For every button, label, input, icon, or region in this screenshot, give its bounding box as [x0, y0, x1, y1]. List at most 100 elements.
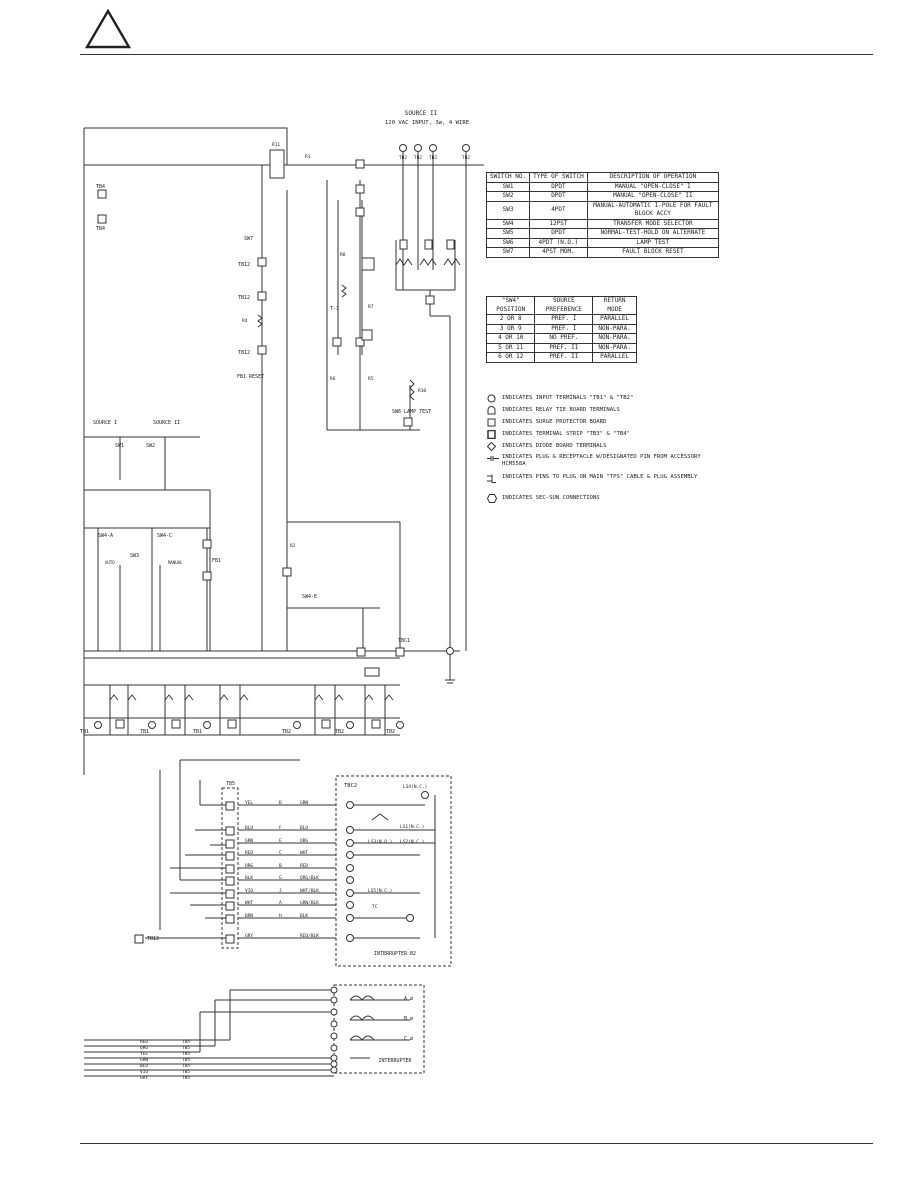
- source-ii-title: SOURCE II: [405, 110, 438, 117]
- wire-left-5: BLK: [245, 875, 253, 881]
- table-cell: SW6: [485, 237, 531, 248]
- wire-left-4: ORG: [245, 863, 253, 869]
- wire-right-2: ORG: [300, 838, 308, 844]
- wire-right-0: GRN: [300, 800, 308, 806]
- wire-right-6: WHT/BLK: [300, 888, 319, 894]
- source-ii-label: SOURCE II: [153, 420, 180, 426]
- wire-right-7: GRN/BLK: [300, 900, 319, 906]
- legend-text: INDICATES DIODE BOARD TERMINALS: [502, 443, 607, 449]
- phase-c-label: C ø: [404, 1036, 413, 1042]
- plug-pin-0: D: [279, 800, 282, 806]
- wire-left-0: YEL: [245, 800, 253, 806]
- switch-table-header: TYPE OF SWITCH: [529, 172, 588, 183]
- tb12-label-mid: TB12: [238, 295, 250, 301]
- table-cell: NO PREF.: [534, 333, 594, 344]
- sw4-table-header: SOURCE PREFERENCE: [534, 296, 594, 315]
- table-row: SW5 DPDT NORMAL-TEST-HOLD ON ALTERNATE: [485, 228, 720, 239]
- wire-left-9: GRY: [245, 933, 253, 939]
- table-cell: PREF. I: [534, 314, 594, 325]
- wire-right-4: RED: [300, 863, 308, 869]
- fb1-reset-label: FB1 RESET: [237, 374, 264, 380]
- bottom-wire-5: VIO: [140, 1069, 148, 1075]
- table-cell: NORMAL-TEST-HOLD ON ALTERNATE: [586, 228, 720, 239]
- table-row: 3 OR 9 PREF. I NON-PARA.: [485, 323, 637, 334]
- interrupter-label: INTERRUPTER: [378, 1058, 412, 1064]
- tbc1-label: TBC1: [398, 638, 410, 644]
- tb1-label-1: TB1: [80, 729, 89, 735]
- table-row: SW6 4PDT (N.O.) LAMP TEST: [485, 237, 720, 248]
- switch-table-header: SWITCH NO.: [485, 172, 531, 183]
- legend-item: INDICATES PLUG & RECEPTACLE W/DESIGNATED…: [486, 452, 786, 472]
- r2-label: R2: [290, 543, 296, 549]
- plug-pin-1: F: [279, 825, 282, 831]
- dome-icon: [487, 406, 496, 415]
- table-cell: 6 OR 12: [485, 352, 536, 363]
- plug-pin-5: G: [279, 875, 282, 881]
- interrupter-b2-label: INTERRUPTER B2: [374, 951, 416, 957]
- r5-label: R5: [368, 376, 374, 382]
- bottom-tb-0: TB5: [182, 1039, 190, 1045]
- sw4-table-header: "SW4" POSITION: [485, 296, 536, 315]
- wire-left-8: BRN: [245, 913, 253, 919]
- ls3-label: LS3(N.O.): [368, 839, 392, 845]
- bottom-wire-0: RED: [140, 1039, 148, 1045]
- legend-item: INDICATES PINS TO PLUG ON MAIN "TPS" CAB…: [486, 472, 786, 492]
- bottom-wire-3: GRN: [140, 1057, 148, 1063]
- table-cell: NON-PARA.: [592, 342, 637, 353]
- legend-item: INDICATES TERMINAL STRIP "TB3" & "TB4": [486, 428, 786, 440]
- tb4-label: TB4: [96, 184, 105, 190]
- table-cell: DPDT: [529, 228, 588, 239]
- r6-label: R6: [330, 376, 336, 382]
- tb12-label-bottom: TB12: [147, 936, 159, 942]
- table-cell: PREF. II: [534, 342, 594, 353]
- tb12-label-top: TB12: [238, 262, 250, 268]
- sw1-label: SW1: [115, 443, 124, 449]
- tb2-label-3: TB2: [386, 729, 395, 735]
- table-row: SW1 DPDT MANUAL "OPEN-CLOSE" I: [485, 181, 720, 192]
- wire-left-3: RED: [245, 850, 253, 856]
- wire-left-7: WHT: [245, 900, 253, 906]
- legend-text: INDICATES PINS TO PLUG ON MAIN "TPS" CAB…: [502, 474, 698, 480]
- source-ii-subtitle: 120 VAC INPUT, 3ø, 4 WIRE: [385, 120, 470, 126]
- wire-right-3: WHT: [300, 850, 308, 856]
- legend-item: INDICATES SURGE PROTECTOR BOARD: [486, 416, 786, 428]
- legend-text: INDICATES PLUG & RECEPTACLE W/DESIGNATED…: [502, 454, 701, 467]
- r8-label: R8: [340, 252, 346, 258]
- bottom-tb-4: TB5: [182, 1063, 190, 1069]
- wire-right-8: BLK: [300, 913, 308, 919]
- square-icon: [487, 418, 496, 427]
- wire-right-9: RED/BLK: [300, 933, 319, 939]
- sw4e-label: SW4-E: [302, 594, 317, 600]
- source-i-label: SOURCE I: [93, 420, 117, 426]
- wire-left-2: GRN: [245, 838, 253, 844]
- sw4a-label: SW4-A: [98, 533, 113, 539]
- tc-label: TC: [372, 904, 378, 910]
- bottom-wire-4: BLU: [140, 1063, 148, 1069]
- diamond-icon: [487, 442, 496, 451]
- table-cell: 2 OR 8: [485, 314, 536, 325]
- sw4-position-table: "SW4" POSITION SOURCE PREFERENCE RETURN …: [485, 296, 637, 363]
- table-cell: 4 OR 10: [485, 333, 536, 344]
- tb4-label-2: TB4: [96, 226, 105, 232]
- table-cell: 4PST MOM.: [529, 247, 588, 258]
- plug-pin-3: C: [279, 850, 282, 856]
- r10-label: R10: [418, 388, 426, 394]
- symbol-legend: INDICATES INPUT TERMINALS "TB1" & "TB2" …: [486, 392, 786, 504]
- legend-item: INDICATES SEC-SUN CONNECTIONS: [486, 492, 786, 504]
- wire-left-1: BLU: [245, 825, 253, 831]
- top-rule: [80, 54, 873, 55]
- manual-label: MANUAL: [168, 560, 183, 565]
- table-cell: SW1: [485, 181, 531, 192]
- sw3-label: SW3: [130, 553, 139, 559]
- bottom-tb-1: TB5: [182, 1045, 190, 1051]
- table-cell: MANUAL "OPEN-CLOSE" II: [586, 191, 720, 202]
- warning-triangle-icon: [84, 8, 132, 49]
- circle-icon: [487, 394, 496, 403]
- table-cell: NON-PARA.: [592, 333, 637, 344]
- source-terminal-3: TB2: [429, 155, 437, 161]
- bottom-tb-5: TB5: [182, 1069, 190, 1075]
- r1-label: R1: [305, 154, 311, 160]
- bottom-wire-2: YEL: [140, 1051, 148, 1057]
